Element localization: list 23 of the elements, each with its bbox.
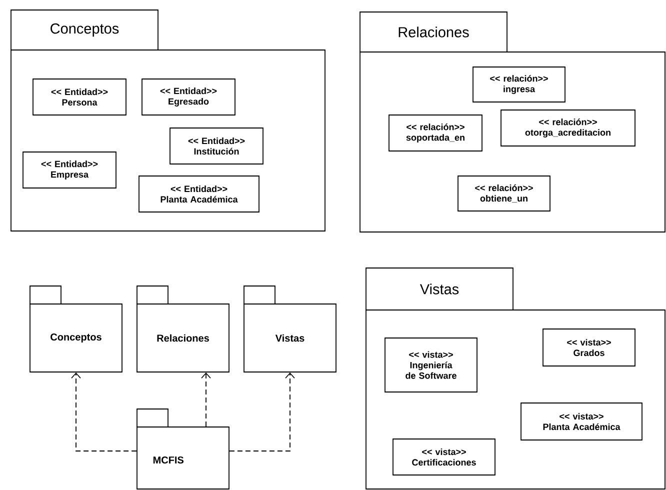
- stereotype-box: << vista>> Planta Académica: [520, 402, 642, 440]
- dependency-arrow: [229, 372, 295, 452]
- stereotype-box: << relación>> ingresa: [472, 66, 566, 102]
- stereotype-box: << Entidad>> Planta Académica: [138, 176, 260, 212]
- package: Conceptos: [30, 286, 122, 372]
- stereotype-box: << vista>> Ingeniería de Software: [384, 338, 478, 392]
- stereotype-box: << vista>> Certificaciones: [392, 438, 496, 476]
- stereotype-box: << Entidad>> Persona: [32, 78, 126, 116]
- node-label: Conceptos: [50, 23, 119, 37]
- package: MCFIS: [136, 408, 230, 490]
- stereotype-box: << relación>> soportada_en: [388, 114, 482, 152]
- package: Relaciones: [136, 286, 230, 372]
- dependency-arrow: [201, 372, 211, 427]
- stereotype-box: << Entidad>> Empresa: [22, 152, 116, 188]
- stereotype-box: << Entidad>> Egresado: [142, 78, 236, 116]
- stereotype-box: << vista>> Grados: [542, 328, 636, 366]
- stereotype-box: << relación>> obtiene_un: [458, 176, 550, 212]
- stereotype-box: << Entidad>> Institución: [170, 128, 264, 164]
- node-label: Relaciones: [398, 26, 469, 38]
- dependency-arrow: [71, 372, 137, 452]
- stereotype-box: << relación>> otorga_acreditacion: [500, 110, 636, 146]
- package: Vistas: [244, 286, 336, 372]
- node-label: Vistas: [420, 284, 459, 294]
